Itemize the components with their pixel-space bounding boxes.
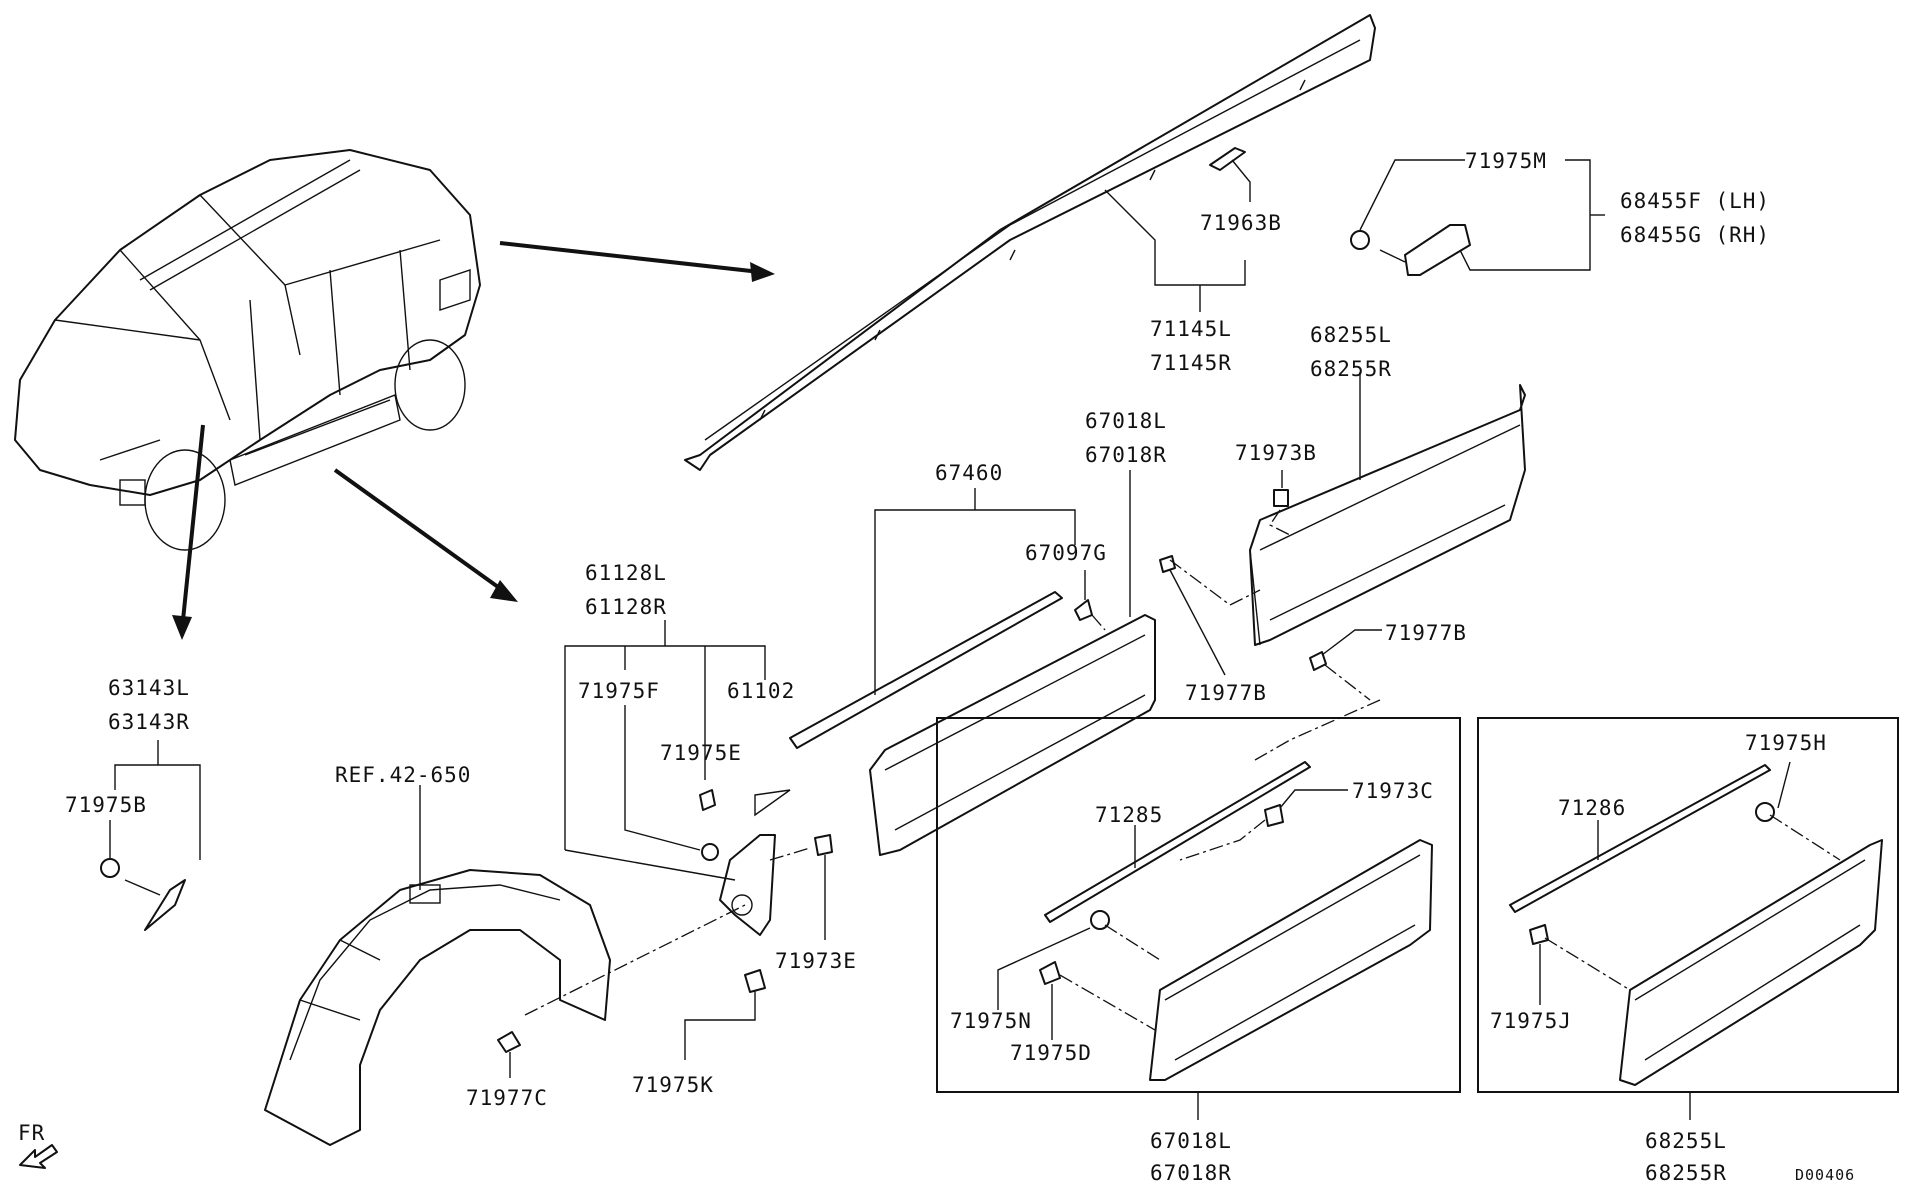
label-68255R-bot: 68255R: [1645, 1161, 1727, 1185]
label-71145L: 71145L: [1150, 317, 1232, 341]
label-71973B: 71973B: [1235, 441, 1317, 465]
label-61102: 61102: [727, 679, 795, 703]
label-67018R-top: 67018R: [1085, 443, 1167, 467]
rear-lower-moulding: [1619, 839, 1883, 1086]
label-71975M: 71975M: [1465, 149, 1547, 173]
label-67018L-bot: 67018L: [1150, 1129, 1232, 1153]
label-71975B: 71975B: [65, 793, 147, 817]
label-ref-42-650: REF.42-650: [335, 763, 471, 787]
label-67460: 67460: [935, 461, 1003, 485]
detail-box-rear: [1477, 717, 1899, 1093]
label-67018L-top: 67018L: [1085, 409, 1167, 433]
roof-rail-moulding: [684, 14, 1376, 471]
label-71285: 71285: [1095, 803, 1163, 827]
fr-label: FR: [18, 1121, 45, 1145]
label-61128R: 61128R: [585, 595, 667, 619]
label-71973E: 71973E: [775, 949, 857, 973]
label-68255R-top: 68255R: [1310, 357, 1392, 381]
label-71977C: 71977C: [466, 1086, 548, 1110]
label-71977B-left: 71977B: [1185, 681, 1267, 705]
mud-flap: [699, 789, 791, 936]
label-63143L: 63143L: [108, 676, 190, 700]
label-68255L-bot: 68255L: [1645, 1129, 1727, 1153]
label-67097G: 67097G: [1025, 541, 1107, 565]
label-67018R-bot: 67018R: [1150, 1161, 1232, 1185]
rear-moulding-top: [1249, 384, 1526, 646]
label-71975H: 71975H: [1745, 731, 1827, 755]
label-68455F: 68455F (LH): [1620, 189, 1770, 213]
label-63143R: 63143R: [108, 710, 190, 734]
label-71975D: 71975D: [1010, 1041, 1092, 1065]
diagram-code: D00406: [1795, 1166, 1855, 1184]
label-71975E: 71975E: [660, 741, 742, 765]
label-71977B-right: 71977B: [1385, 621, 1467, 645]
label-61128L: 61128L: [585, 561, 667, 585]
label-71975F: 71975F: [578, 679, 660, 703]
label-68255L-top: 68255L: [1310, 323, 1392, 347]
label-71145R: 71145R: [1150, 351, 1232, 375]
front-direction-indicator: FR: [18, 1121, 58, 1169]
callout-arrows: [172, 241, 775, 640]
end-cap-part: [1350, 224, 1471, 276]
label-71975K: 71975K: [632, 1073, 714, 1097]
label-68455G: 68455G (RH): [1620, 223, 1770, 247]
label-71286: 71286: [1558, 796, 1626, 820]
label-71975N: 71975N: [950, 1009, 1032, 1033]
label-71973C: 71973C: [1352, 779, 1434, 803]
front-lower-moulding: [1149, 839, 1433, 1081]
label-71963B: 71963B: [1200, 211, 1282, 235]
label-71975J: 71975J: [1490, 1009, 1572, 1033]
vehicle-illustration: [14, 149, 481, 551]
wheel-liner: [264, 869, 611, 1146]
